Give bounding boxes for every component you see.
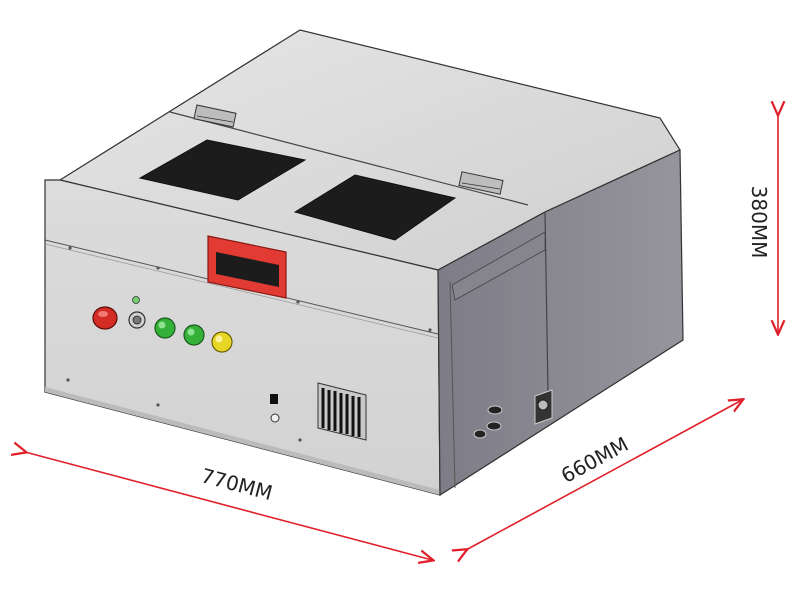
indicator-light	[132, 296, 140, 304]
key-switch[interactable]	[128, 311, 146, 329]
lid-seam	[169, 111, 529, 206]
front-screws	[66, 246, 432, 442]
hinge-left	[193, 104, 237, 128]
display-window	[207, 235, 287, 299]
depth-dimension-arrow	[466, 400, 742, 550]
front-jack-icon	[270, 413, 280, 423]
hinge-right	[458, 171, 504, 195]
height-label: 380MM	[747, 186, 771, 259]
yellow-button[interactable]	[211, 331, 233, 353]
vent-grille	[317, 382, 367, 441]
emergency-stop-button[interactable]	[92, 306, 118, 330]
width-label: 770MM	[199, 463, 275, 505]
lid-window-left	[138, 139, 307, 201]
green-button-2[interactable]	[183, 324, 205, 346]
lid-window-right	[293, 174, 457, 241]
green-button-1[interactable]	[154, 317, 176, 339]
front-port	[270, 394, 278, 404]
width-dimension-arrow	[25, 452, 432, 560]
